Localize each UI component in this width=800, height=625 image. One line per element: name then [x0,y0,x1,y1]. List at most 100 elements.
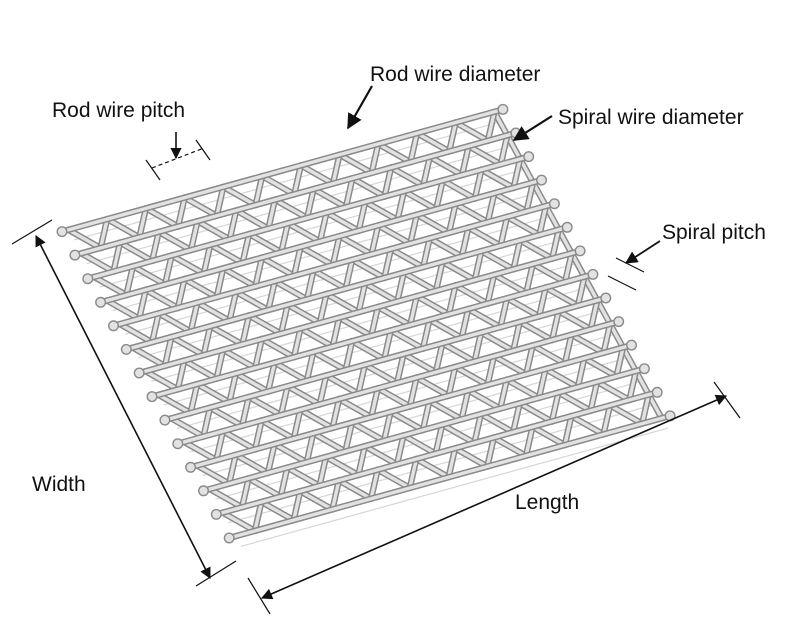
spiral-wire-segment [535,365,549,402]
dimension-lines [11,85,741,615]
spiral-wire-segment [65,226,104,252]
length-extension-line-left [247,577,271,615]
spiral-wire-segment [452,363,491,389]
spiral-wire-segment [258,417,297,442]
spiral-wire-segment-highlight [182,440,219,462]
spiral-wire-segment-highlight [389,165,425,188]
spiral-wire-segment-highlight [395,352,406,385]
spiral-wire-segment-highlight [576,356,586,389]
spiral-wire-segment [225,451,239,487]
spiral-wire-segment-highlight [486,110,497,143]
spiral-wire-segment-highlight [543,367,580,389]
rod-end-knob [133,367,145,379]
spiral-wire-segment [432,340,446,376]
spiral-wire-segment [226,370,240,406]
spiral-wire-segment-highlight [240,232,251,265]
spiral-wire-segment [477,410,517,436]
spiral-wire-segment-highlight [324,292,361,314]
spiral-wire-segment-highlight [511,320,522,353]
length-dimension-arrow [260,394,728,600]
spiral-wire-segment-highlight [421,236,432,269]
rod-wire-highlight [163,296,608,422]
spiral-wire-segment-highlight [105,298,141,321]
spiral-wire-segment [278,220,291,256]
spiral-wire-segment [245,230,285,256]
spiral-wire-segment [310,348,349,374]
spiral-wire-segment-highlight [608,403,644,426]
spiral-wire-segment [226,288,240,324]
spiral-wire-segment [336,232,375,258]
rod-end-knob [638,363,650,375]
rod-end-knob [497,103,509,115]
spiral-wire-segment [464,387,504,412]
spiral-wire-segment-highlight [395,270,406,304]
spiral-wire-segment [374,385,414,410]
spiral-wire-segment [361,443,401,468]
spiral-wire-segment [103,215,143,241]
spiral-wire-segment [181,275,220,301]
spiral-wire-segment-highlight [253,500,264,533]
spiral-wire-segment [381,245,395,282]
spiral-wire-segment [129,344,169,370]
spiral-wire-segment [516,318,556,344]
spiral-wire-segment [439,421,478,447]
spiral-wire-segment [239,312,253,348]
spiral-wire-segment-highlight [279,303,290,336]
spiral-wire-segment [136,205,150,241]
spiral-wire-segment [465,224,504,249]
spiral-wire-segment [375,140,414,166]
spiral-wire-segment [407,129,421,166]
spiral-wire-segment-highlight [156,311,193,334]
spiral-wire-segment [439,340,478,365]
spiral-wire-segment [523,260,536,297]
spiral-wire-segment [368,222,382,258]
spiral-wire-segment-highlight [485,354,496,387]
spiral-wire-segment [322,453,362,479]
spiral-wire-segment-highlight [499,133,509,167]
spiral-wire-segment [239,230,253,267]
spiral-wire-segment [180,438,220,464]
spiral-wire-segment [445,282,459,318]
spiral-wire-segment [206,323,246,348]
spiral-wire-segment-highlight [415,212,451,235]
spiral-wire-segment [265,278,278,314]
spiral-wire-segment-highlight [298,408,335,430]
spiral-wire-segment-highlight [537,285,548,319]
spiral-wire-segment [568,412,607,438]
spiral-wire-segment [277,301,291,337]
spiral-wire-segment-highlight [466,388,502,411]
spiral-wire-segment [503,376,543,402]
spiral-wire-segment-highlight [453,446,489,469]
spiral-wire-segment-highlight [143,288,180,310]
spiral-wire-segment-highlight [511,157,522,190]
rod-wire [174,318,622,447]
spiral-wire-segment-highlight [144,206,180,229]
rod-wire [161,294,609,424]
spiral-wire-segment [523,342,536,378]
spiral-wire-segment-highlight [227,453,238,486]
spiral-wire-segment-highlight [389,328,425,351]
spiral-pitch-tick-upper [615,257,645,273]
spiral-wire-segment [613,344,627,380]
spiral-wire-segment-highlight [498,215,509,248]
spiral-wire-segment-highlight [408,212,419,246]
spiral-wire-segment-highlight [518,401,554,424]
rod-pitch-dashed-line [151,147,205,169]
spiral-wire-segment-highlight [440,341,477,364]
rod-end-knob [107,320,119,332]
spiral-wire-segment-highlight [337,234,374,257]
rod-end-knob [197,485,209,497]
spiral-wire-segment-highlight [589,298,599,331]
spiral-wire-segment-highlight [401,433,438,456]
spiral-wire-segment-highlight [563,333,574,366]
spiral-wire-segment-highlight [131,264,167,287]
spiral-wire-segment-highlight [169,416,206,439]
spiral-wire-segment [439,177,479,202]
spiral-wire-segment [426,397,465,423]
spiral-wire-segment [465,305,504,331]
spiral-wire-segment [219,346,259,372]
spiral-wire-segment-highlight [530,425,567,447]
spiral-wire-segment [252,254,266,290]
spiral-wire-segment [516,400,556,425]
spiral-wire-segment-highlight [234,371,270,394]
